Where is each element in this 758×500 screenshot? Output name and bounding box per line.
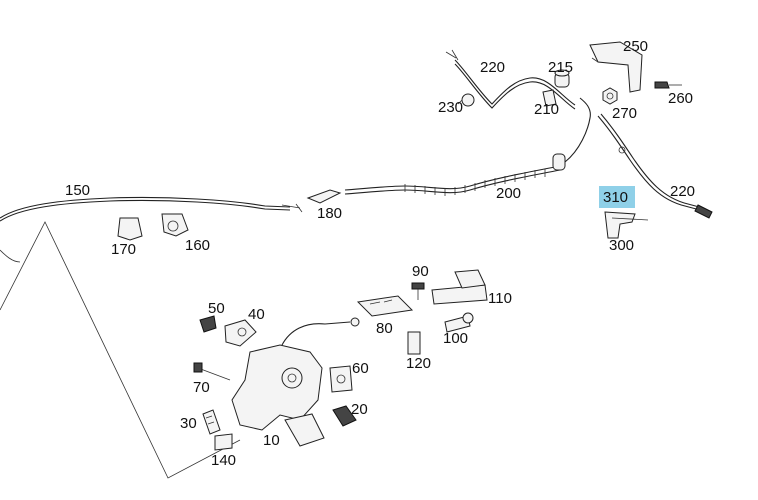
part-70: [193, 362, 231, 381]
label-220-right: 220: [670, 183, 695, 200]
label-70: 70: [193, 379, 210, 396]
cable-200: [344, 97, 591, 196]
part-140: [214, 433, 233, 451]
part-100: [444, 312, 474, 333]
label-100: 100: [443, 330, 468, 347]
label-110: 110: [488, 290, 512, 307]
part-120: [407, 331, 421, 355]
label-250: 250: [623, 38, 648, 55]
label-260: 260: [668, 90, 693, 107]
label-170: 170: [111, 241, 136, 258]
label-140: 140: [211, 452, 236, 469]
part-30: [202, 409, 221, 435]
part-160: [161, 213, 189, 237]
label-300: 300: [609, 237, 634, 254]
label-215: 215: [548, 59, 573, 76]
label-220-upper: 220: [480, 59, 505, 76]
cable-150: [0, 196, 303, 222]
label-120: 120: [406, 355, 431, 372]
part-270: [602, 87, 618, 105]
part-180: [306, 189, 342, 204]
part-260: [654, 81, 682, 89]
label-80: 80: [376, 320, 393, 337]
label-160: 160: [185, 237, 210, 254]
part-210: [542, 89, 557, 107]
label-20: 20: [351, 401, 368, 418]
part-250: [589, 41, 643, 93]
part-110: [431, 269, 488, 305]
cable-220-right: [597, 113, 713, 219]
label-200: 200: [496, 185, 521, 202]
part-60: [329, 365, 353, 393]
label-10: 10: [263, 432, 280, 449]
label-230: 230: [438, 99, 463, 116]
part-40: [224, 319, 257, 347]
part-50: [199, 315, 217, 333]
label-150: 150: [65, 182, 90, 199]
highlight-310: [599, 186, 635, 208]
label-50: 50: [208, 300, 225, 317]
label-180: 180: [317, 205, 342, 222]
part-300: [604, 211, 636, 239]
part-170: [117, 217, 143, 241]
label-210: 210: [534, 101, 559, 118]
label-30: 30: [180, 415, 197, 432]
pedal-assembly-10: [231, 317, 360, 447]
routing-outline: [0, 221, 241, 479]
part-310: [599, 186, 649, 221]
label-60: 60: [352, 360, 369, 377]
label-90: 90: [412, 263, 429, 280]
part-80: [356, 295, 414, 317]
label-40: 40: [248, 306, 265, 323]
part-20: [332, 405, 357, 427]
part-90: [411, 282, 425, 300]
label-270: 270: [612, 105, 637, 122]
part-215: [554, 69, 570, 88]
label-310: 310: [603, 189, 628, 206]
